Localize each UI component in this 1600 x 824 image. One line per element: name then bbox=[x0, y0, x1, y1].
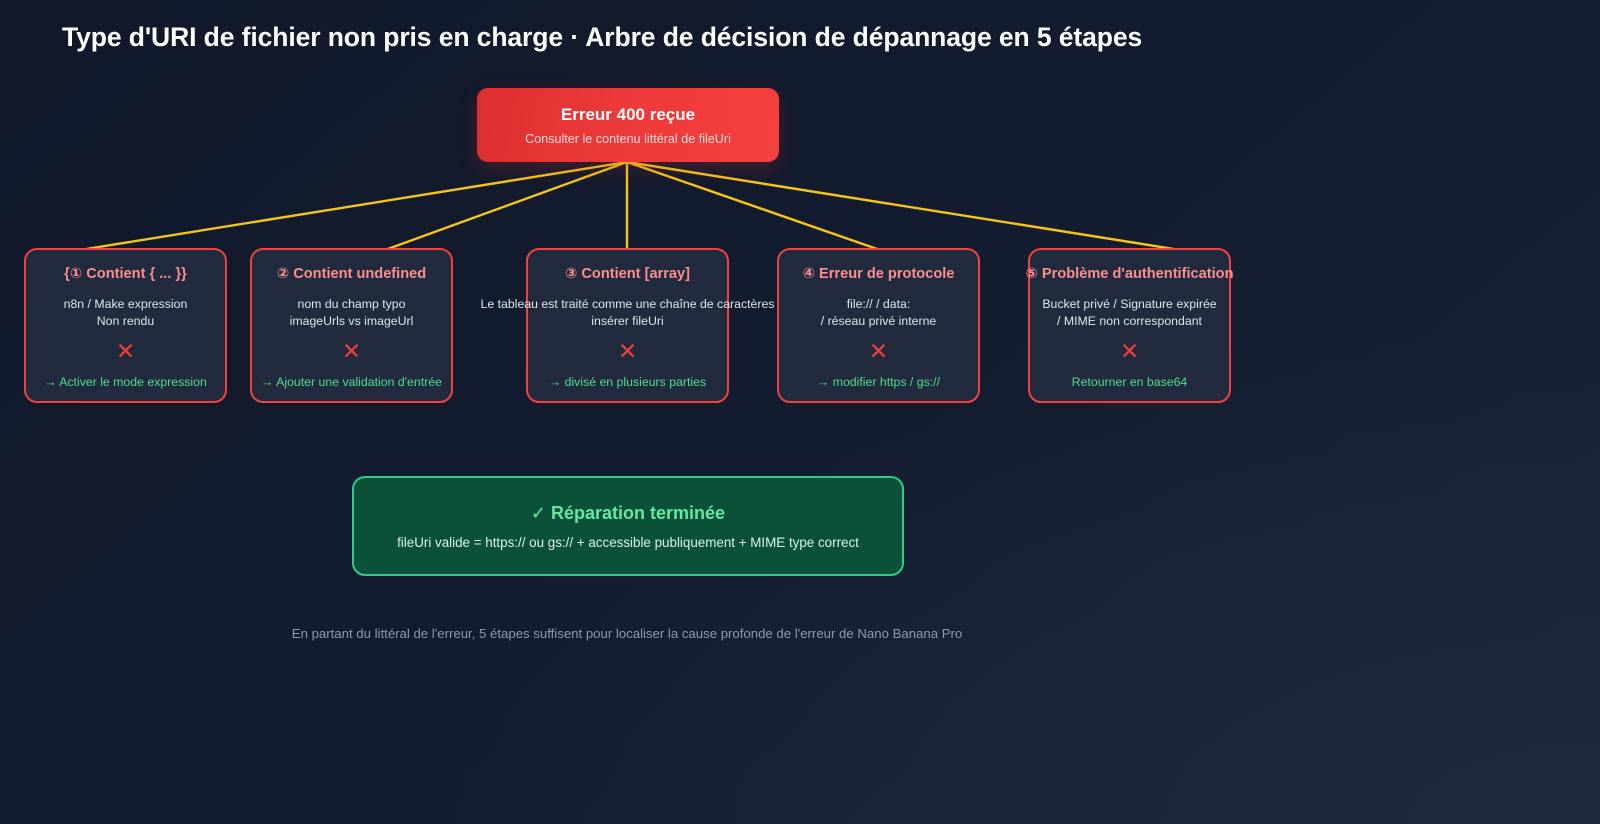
cross-icon: ✕ bbox=[115, 337, 136, 364]
branch-card-5-body-line-2: / MIME non correspondant bbox=[1057, 314, 1202, 329]
success-box[interactable]: ✓ Réparation terminée fileUri valide = h… bbox=[352, 476, 904, 576]
branch-card-3[interactable]: ③ Contient [array] Le tableau est traité… bbox=[481, 248, 774, 403]
branch-card-4-body: file:// / data: / réseau privé interne bbox=[821, 296, 937, 331]
branch-card-4-body-line-2: / réseau privé interne bbox=[820, 314, 937, 329]
connector-to-branch-1 bbox=[78, 160, 629, 252]
branch-card-1-body-line-1: n8n / Make expression bbox=[63, 296, 188, 311]
footer-note: En partant du littéral de l'erreur, 5 ét… bbox=[291, 626, 963, 641]
branch-card-5-body-line-1: Bucket privé / Signature expirée bbox=[1042, 296, 1217, 311]
connector-to-branch-2 bbox=[383, 160, 629, 252]
branch-card-2-body-line-2: imageUrls vs imageUrl bbox=[289, 314, 414, 329]
connector-to-branch-4 bbox=[625, 160, 882, 252]
cross-icon: ✕ bbox=[1119, 337, 1140, 364]
root-node-title: Erreur 400 reçue bbox=[560, 104, 696, 124]
cross-icon: ✕ bbox=[341, 337, 362, 364]
branch-card-2[interactable]: ② Contient undefined nom du champ typo i… bbox=[250, 248, 453, 403]
branch-card-2-action[interactable]: → Ajouter une validation d'entrée bbox=[261, 374, 442, 389]
branch-card-2-body-line-1: nom du champ typo bbox=[297, 296, 406, 311]
branch-card-2-body: nom du champ typo imageUrls vs imageUrl bbox=[290, 296, 414, 331]
success-box-subtitle: fileUri valide = https:// ou gs:// + acc… bbox=[397, 534, 859, 550]
branch-card-3-action[interactable]: → divisé en plusieurs parties bbox=[548, 374, 707, 389]
branch-card-4-body-line-1: file:// / data: bbox=[846, 296, 911, 311]
branch-card-4-action[interactable]: → modifier https / gs:// bbox=[816, 374, 941, 389]
branch-card-5-action[interactable]: Retourner en base64 bbox=[1071, 374, 1188, 389]
connector-to-branch-5 bbox=[625, 160, 1182, 252]
branch-card-1[interactable]: {① Contient { ... }} n8n / Make expressi… bbox=[24, 248, 227, 403]
success-box-title: ✓ Réparation terminée bbox=[530, 502, 726, 523]
branch-card-4[interactable]: ④ Erreur de protocole file:// / data: / … bbox=[777, 248, 980, 403]
branch-card-2-title: ② Contient undefined bbox=[276, 266, 427, 282]
cross-icon: ✕ bbox=[617, 337, 638, 364]
branch-card-5[interactable]: ⑤ Problème d'authentification Bucket pri… bbox=[1025, 248, 1234, 403]
branch-card-1-body-line-2: Non rendu bbox=[96, 314, 155, 329]
cross-icon: ✕ bbox=[868, 337, 889, 364]
branch-card-5-body: Bucket privé / Signature expirée / MIME … bbox=[1042, 296, 1216, 331]
branch-card-4-title: ④ Erreur de protocole bbox=[802, 266, 955, 282]
root-node-error-400[interactable]: Erreur 400 reçue Consulter le contenu li… bbox=[477, 88, 779, 162]
branch-card-3-body-line-2: insérer fileUri bbox=[591, 314, 664, 329]
branch-card-3-title: ③ Contient [array] bbox=[564, 266, 691, 282]
page-title: Type d'URI de fichier non pris en charge… bbox=[62, 22, 1143, 52]
branch-card-1-title: {① Contient { ... }} bbox=[64, 266, 187, 282]
branch-card-1-body: n8n / Make expression Non rendu bbox=[64, 296, 188, 331]
branch-card-3-body: Le tableau est traité comme une chaîne d… bbox=[481, 296, 775, 331]
branch-card-1-action[interactable]: → Activer le mode expression bbox=[44, 374, 207, 389]
branch-card-5-title: ⑤ Problème d'authentification bbox=[1025, 266, 1234, 282]
branch-card-3-body-line-1: Le tableau est traité comme une chaîne d… bbox=[480, 296, 775, 311]
root-node-subtitle: Consulter le contenu littéral de fileUri bbox=[525, 131, 731, 146]
